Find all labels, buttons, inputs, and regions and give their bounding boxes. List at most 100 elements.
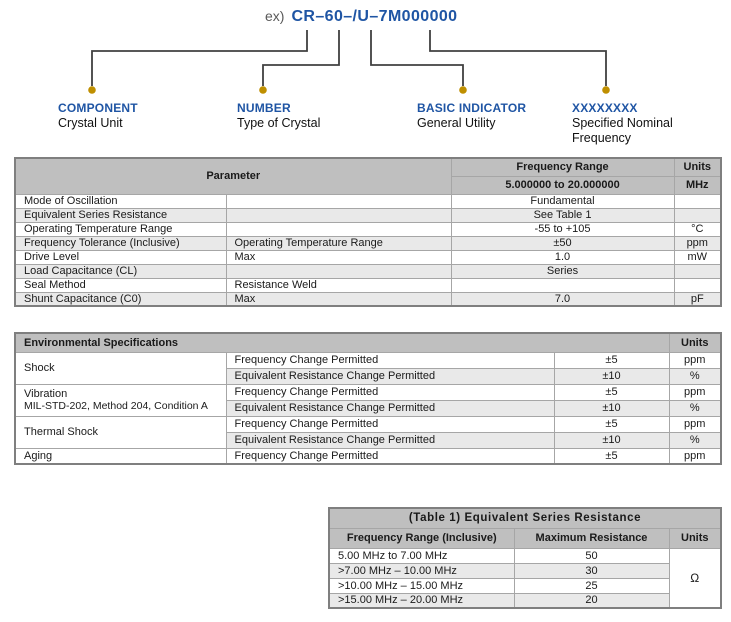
callout-subtitle: General Utility [417,115,496,130]
env-header-title: Environmental Specifications [14,332,670,353]
env-desc: Frequency Change Permitted [225,351,555,369]
table-row: Seal Method Resistance Weld [14,277,722,293]
part-number-line: ex) CR–60–/U–7M000000 [265,8,457,26]
callout-subtitle: Crystal Unit [58,115,123,130]
callout-subtitle: Specified Nominal Frequency [572,115,673,145]
junction-dot [88,86,96,94]
table-row: >15.00 MHz – 20.00 MHz 20 [328,592,721,609]
spec-value: 7.0 [450,291,675,307]
spec-unit: °C [673,221,722,237]
esr-header-units: Units [668,527,722,549]
spec-condition [225,207,452,223]
table-row: Equivalent Series Resistance See Table 1 [14,207,722,223]
env-desc: Equivalent Resistance Change Permitted [225,431,555,449]
env-unit: ppm [668,383,722,401]
table-row: Equivalent Resistance Change Permitted ±… [15,367,722,385]
spec-condition [225,221,452,237]
spec-parameter: Operating Temperature Range [14,221,227,237]
spec-parameter: Seal Method [14,277,227,293]
table-row: Mode of Oscillation Fundamental [14,193,722,209]
env-category: Aging [14,447,227,465]
esr-range: 5.00 MHz to 7.00 MHz [328,547,515,564]
spec-header-frequency-range: Frequency Range [450,157,675,177]
env-category-standard: MIL-STD-202, Method 204, Condition A [24,400,208,412]
env-value: ±5 [553,351,670,369]
callout-number: NUMBER Type of Crystal [237,101,320,131]
spec-header-frequency-value: 5.000000 to 20.000000 [450,175,675,195]
spec-value [450,277,675,293]
table-row: Shunt Capacitance (C0) Max 7.0 pF [14,291,722,307]
connector-lines [91,30,607,86]
spec-value: See Table 1 [450,207,675,223]
spec-value: Series [450,263,675,279]
esr-header-resistance: Maximum Resistance [513,527,670,549]
esr-range: >15.00 MHz – 20.00 MHz [328,592,515,609]
spec-table: Parameter Frequency Range Units 5.000000… [14,157,723,307]
spec-header-units-value: MHz [673,175,722,195]
esr-title: (Table 1) Equivalent Series Resistance [328,507,722,529]
spec-condition: Max [225,291,452,307]
table-row: Operating Temperature Range -55 to +105 … [14,221,722,237]
callout-frequency: XXXXXXXX Specified Nominal Frequency [572,101,678,146]
table-row: Frequency Tolerance (Inclusive) Operatin… [14,235,722,251]
spec-condition [225,193,452,209]
env-unit: % [668,399,722,417]
env-unit: ppm [668,415,722,433]
spec-parameter: Mode of Oscillation [14,193,227,209]
spec-unit [673,193,722,209]
spec-value: -55 to +105 [450,221,675,237]
spec-parameter: Load Capacitance (CL) [14,263,227,279]
env-desc: Equivalent Resistance Change Permitted [225,367,555,385]
spec-unit: pF [673,291,722,307]
esr-resistance: 20 [513,592,670,609]
env-category: Thermal Shock [14,415,227,449]
env-value: ±10 [553,367,670,385]
env-value: ±10 [553,431,670,449]
junction-dot [602,86,610,94]
spec-unit [673,207,722,223]
junction-dots [88,86,610,94]
env-header-units: Units [668,332,722,353]
env-unit: ppm [668,447,722,465]
env-unit: % [668,367,722,385]
spec-condition: Operating Temperature Range [225,235,452,251]
spec-parameter: Drive Level [14,249,227,265]
spec-parameter: Shunt Capacitance (C0) [14,291,227,307]
env-value: ±5 [553,447,670,465]
spec-unit [673,277,722,293]
table-row: Equivalent Resistance Change Permitted ±… [15,399,722,417]
spec-unit: ppm [673,235,722,251]
table-row: 5.00 MHz to 7.00 MHz 50 Ω [328,547,722,609]
callout-basic-indicator: BASIC INDICATOR General Utility [417,101,526,131]
env-unit: ppm [668,351,722,369]
table-row: >10.00 MHz – 15.00 MHz 25 [328,577,721,594]
callout-subtitle: Type of Crystal [237,115,321,130]
part-number-diagram-connectors [88,30,610,94]
table-row: Vibration MIL-STD-202, Method 204, Condi… [14,383,722,417]
table-row: Equivalent Resistance Change Permitted ±… [15,431,722,449]
table-row: Drive Level Max 1.0 mW [14,249,722,265]
spec-condition: Resistance Weld [225,277,452,293]
env-value: ±10 [553,399,670,417]
esr-range: >10.00 MHz – 15.00 MHz [328,577,515,594]
spec-unit: mW [673,249,722,265]
env-unit: % [668,431,722,449]
esr-resistance: 25 [513,577,670,594]
env-desc: Frequency Change Permitted [225,415,555,433]
junction-dot [259,86,267,94]
spec-condition [225,263,452,279]
table-row: Thermal Shock Frequency Change Permitted… [14,415,722,449]
spec-value: 1.0 [450,249,675,265]
table-row: Shock Frequency Change Permitted ±5 ppm [14,351,722,385]
esr-resistance: 50 [513,547,670,564]
table-row: Aging Frequency Change Permitted ±5 ppm [14,447,722,465]
spec-header-units: Units [673,157,722,177]
callout-title: NUMBER [237,101,291,115]
example-prefix: ex) [265,8,285,24]
env-desc: Equivalent Resistance Change Permitted [225,399,555,417]
spec-value: ±50 [450,235,675,251]
esr-header-range: Frequency Range (Inclusive) [328,527,515,549]
callout-component: COMPONENT Crystal Unit [58,101,138,131]
env-category: Vibration MIL-STD-202, Method 204, Condi… [14,383,227,417]
